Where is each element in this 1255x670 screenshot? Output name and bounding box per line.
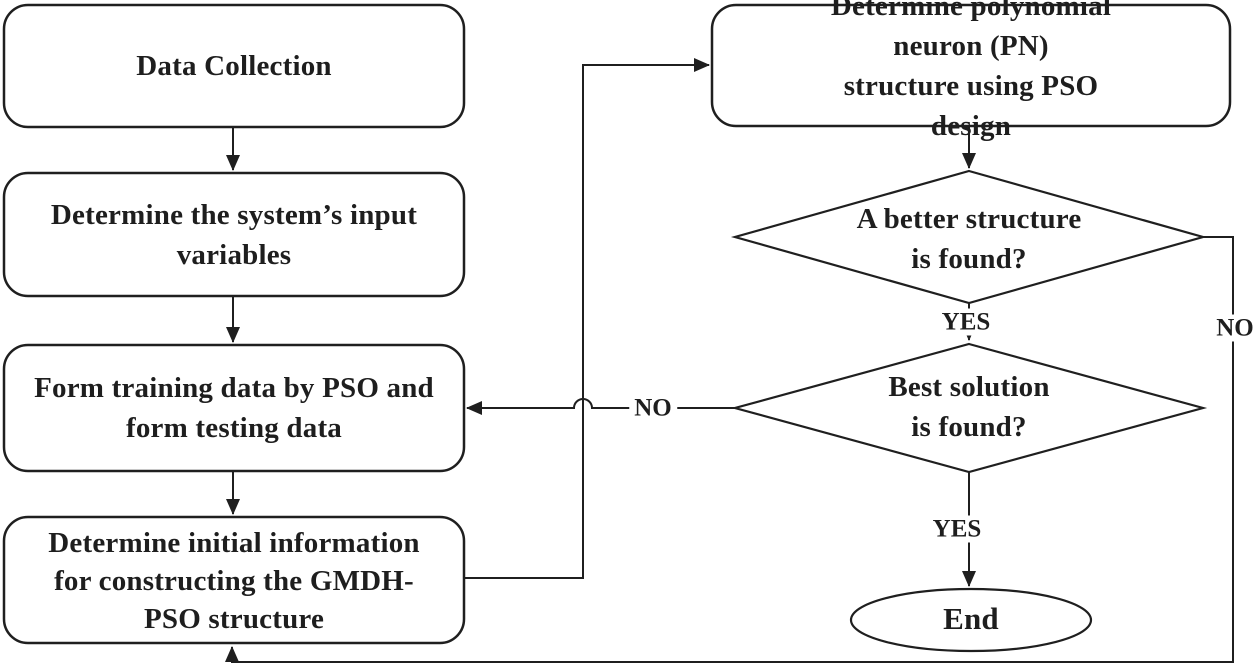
pn-structure-node — [710, 3, 1232, 128]
arrow-initial-information-to-pn-structure — [464, 58, 710, 579]
best-solution-yes-label: YES — [927, 515, 987, 543]
best-solution-no-label: NO — [629, 394, 677, 422]
better-structure-yes-label: YES — [936, 308, 996, 336]
input-variables-node — [2, 171, 466, 298]
best-solution-decision — [730, 342, 1208, 474]
training-data-node — [2, 343, 466, 473]
initial-information-label: Determine initial information for constr… — [48, 527, 420, 635]
end-label: End — [943, 601, 999, 636]
pn-structure-label: Determine polynomial neuron (PN) structu… — [830, 0, 1112, 142]
better-structure-no-label: NO — [1211, 314, 1255, 342]
arrow-better-structure-no-feedback — [225, 236, 1234, 663]
end-terminator — [849, 587, 1093, 653]
better-structure-label: A better structure is found? — [856, 203, 1082, 275]
training-data-label: Form training data by PSO and form testi… — [34, 372, 434, 444]
better-structure-decision — [730, 169, 1208, 305]
initial-information-node — [2, 515, 466, 645]
best-solution-label: Best solution is found? — [888, 371, 1050, 443]
input-variables-label: Determine the system’s input variables — [50, 199, 418, 271]
data-collection-node — [2, 3, 466, 129]
data-collection-label: Data Collection — [136, 50, 332, 82]
arrow-best-solution-no-to-training-data — [466, 398, 735, 415]
